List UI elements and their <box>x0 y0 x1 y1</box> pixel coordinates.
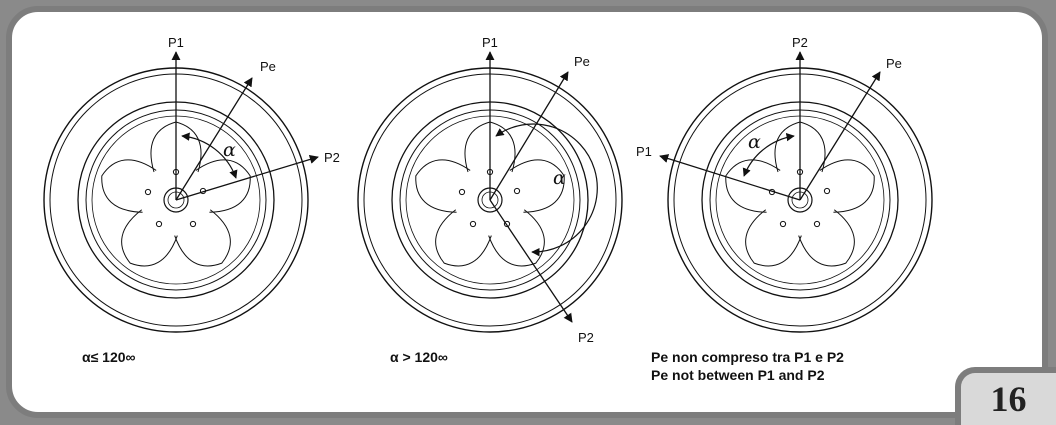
caption-wheel-2: α > 120∞ <box>390 348 448 366</box>
wheel-2: P1 Pe P2 α <box>357 35 623 345</box>
arrow-p2 <box>175 155 319 201</box>
page-number: 16 <box>990 379 1027 419</box>
arrow-p1 <box>659 154 801 201</box>
alpha-arc <box>181 132 238 179</box>
label-alpha: α <box>748 131 761 153</box>
label-alpha: α <box>553 167 566 189</box>
caption-line: α≤ 120∞ <box>82 349 136 365</box>
label-p2: P2 <box>324 150 340 165</box>
caption-line: Pe non compreso tra P1 e P2 <box>651 349 844 365</box>
wheel-1: P1 Pe P2 α <box>43 35 340 333</box>
caption-line: Pe not between P1 and P2 <box>651 367 825 383</box>
label-pe: Pe <box>574 54 590 69</box>
label-pe: Pe <box>260 59 276 74</box>
label-pe: Pe <box>886 56 902 71</box>
label-alpha: α <box>223 139 236 161</box>
label-p2: P2 <box>578 330 594 345</box>
caption-wheel-3: Pe non compreso tra P1 e P2 Pe not betwe… <box>651 348 844 384</box>
label-p1: P1 <box>168 35 184 50</box>
wheel-3: P1 Pe P2 α <box>636 35 933 333</box>
page-number-box: 16 <box>955 367 1056 425</box>
label-p1: P1 <box>482 35 498 50</box>
alpha-arc <box>742 132 795 177</box>
caption-line: α > 120∞ <box>390 349 448 365</box>
label-p2: P2 <box>792 35 808 50</box>
caption-wheel-1: α≤ 120∞ <box>82 348 136 366</box>
label-p1: P1 <box>636 144 652 159</box>
arrow-p2 <box>489 199 573 323</box>
arrow-pe <box>799 71 881 201</box>
alpha-arc <box>495 123 598 257</box>
arrow-pe <box>175 77 253 201</box>
